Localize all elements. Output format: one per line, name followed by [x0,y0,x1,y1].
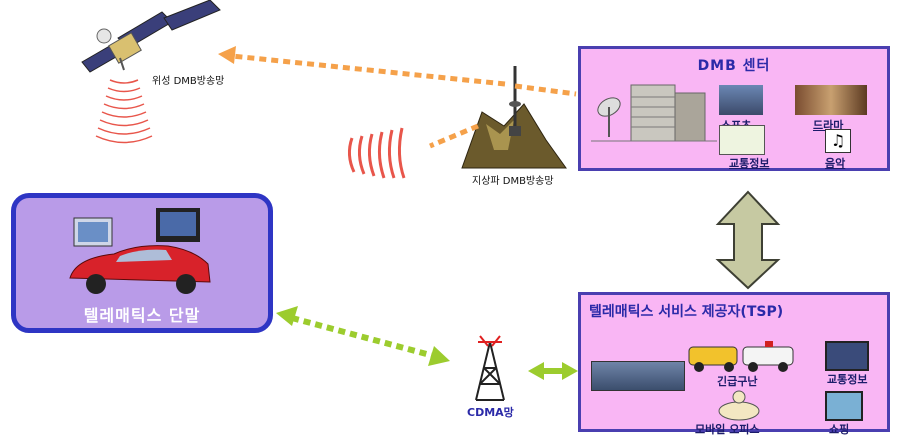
dmb-item-music: 음악 [825,157,846,170]
shopping-screen-image [825,391,863,421]
terrestrial-signal-icon [347,127,406,179]
green-arrow-terminal-cdma [276,306,450,366]
sports-image [719,85,763,115]
terrestrial-label: 지상파 DMB방송망 [472,176,554,187]
tsp-item-mobile-office: 모바일 오피스 [695,423,760,436]
orange-arrow-center [514,83,577,97]
emergency-vehicles-icon [688,341,794,372]
dmb-item-traffic: 교통정보 [729,157,770,170]
building-icon [591,84,717,142]
terminal-title: 텔레매틱스 단말 [83,306,201,325]
drama-image [795,85,867,115]
tsp-item-shopping: 쇼핑 [829,423,850,436]
car-icon [69,208,211,294]
double-arrow-vertical [715,190,781,290]
music-note-icon: ♫ [825,129,851,153]
tsp-title: 텔레매틱스 서비스 제공자(TSP) [589,304,784,320]
satellite-signal-icon [95,79,153,144]
office-building-image [591,361,685,391]
tsp-item-traffic: 교통정보 [827,373,868,386]
dmb-center-title: DMB 센터 [697,58,771,74]
tsp-box: 텔레매틱스 서비스 제공자(TSP) 긴급구난 교통정보 모바일 오피스 쇼핑 [578,292,890,436]
orange-arrow-satellite [218,46,506,87]
cdma-label: CDMA망 [467,406,514,419]
green-arrow-cdma-tsp [528,362,578,380]
dmb-item-drama: 드라마 [813,119,844,132]
orange-arrow-terrestrial [429,123,479,149]
satellite-label: 위성 DMB방송망 [152,76,225,87]
broadcast-tower-icon [461,66,567,169]
satellite-icon [81,0,221,73]
navigation-screen-image [825,341,869,371]
dmb-center-box: DMB 센터 스포츠 드라마 교통정보 ♫ 음악 [578,46,890,171]
traffic-map-image [719,125,765,155]
cdma-tower-icon [475,335,505,401]
tsp-item-emergency: 긴급구난 [717,375,758,388]
mobile-office-icon [718,390,760,421]
terminal-box: 텔레매틱스 단말 [11,193,273,333]
